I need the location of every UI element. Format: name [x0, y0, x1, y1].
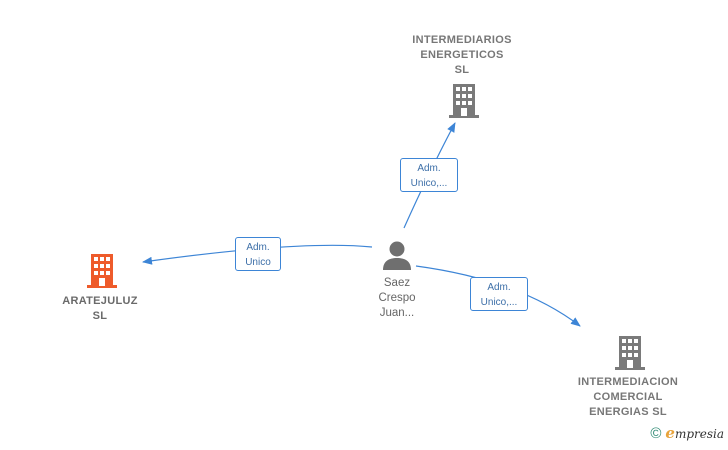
edge-badge-to-bottom-line-2: Unico,...	[480, 297, 518, 308]
edge-badge-to-left-line-2: Unico	[245, 257, 271, 268]
edge-badge-to-top-line-1: Adm.	[417, 163, 441, 174]
bottom-company-label-line-1: INTERMEDIACION	[577, 376, 679, 388]
top-company-building-icon[interactable]	[448, 84, 480, 118]
brand-logo-e: e	[665, 424, 675, 442]
person-icon[interactable]	[382, 240, 412, 272]
bottom-company-label[interactable]: INTERMEDIACION COMERCIAL ENERGIAS SL	[562, 375, 694, 420]
top-company-label-line-3: SL	[454, 64, 470, 76]
top-company-label-line-1: INTERMEDIARIOS	[412, 34, 512, 46]
person-label-line-1: Saez	[383, 277, 411, 289]
left-company-label[interactable]: ARATEJULUZ SL	[40, 294, 160, 324]
left-company-building-icon[interactable]	[86, 254, 118, 288]
bottom-company-label-line-2: COMERCIAL	[593, 391, 663, 403]
brand-logo-rest: mpresia	[674, 427, 724, 441]
left-company-label-line-1: ARATEJULUZ	[62, 295, 138, 307]
edge-badge-to-top-line-2: Unico,...	[410, 178, 448, 189]
bottom-company-label-line-3: ENERGIAS SL	[589, 406, 667, 418]
top-company-label-line-2: ENERGETICOS	[420, 49, 504, 61]
edge-badge-to-left-line-1: Adm.	[246, 242, 270, 253]
brand-logo: empresia	[665, 424, 724, 442]
edge-badge-to-left[interactable]: Adm. Unico	[235, 237, 281, 271]
brand-footer: © empresia	[650, 424, 724, 442]
edge-badge-to-bottom-line-1: Adm.	[487, 282, 511, 293]
edge-badge-to-top[interactable]: Adm. Unico,...	[400, 158, 458, 192]
top-company-label[interactable]: INTERMEDIARIOS ENERGETICOS SL	[396, 33, 528, 78]
person-label[interactable]: Saez Crespo Juan...	[357, 276, 437, 321]
copyright-icon: ©	[650, 424, 662, 442]
left-company-label-line-2: SL	[92, 310, 108, 322]
person-label-line-2: Crespo	[378, 292, 416, 304]
bottom-company-building-icon[interactable]	[614, 336, 646, 370]
edge-badge-to-bottom[interactable]: Adm. Unico,...	[470, 277, 528, 311]
person-label-line-3: Juan...	[379, 307, 415, 319]
